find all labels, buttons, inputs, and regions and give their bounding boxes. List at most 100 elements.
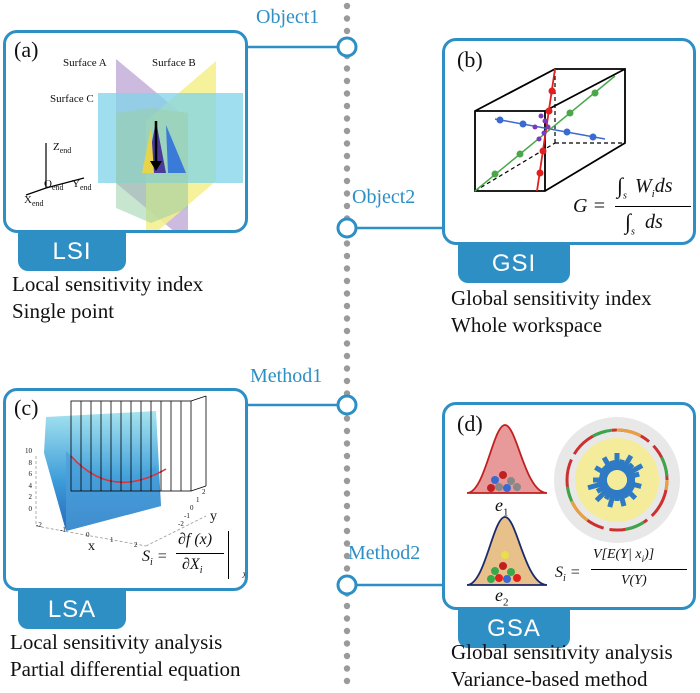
spine-dot — [343, 465, 351, 472]
samples-e1 — [487, 471, 521, 492]
spine-dot — [343, 327, 351, 335]
spine-dot — [343, 27, 351, 35]
spine-dot — [343, 665, 351, 672]
spine-dot — [343, 627, 351, 635]
gsa-formula: Si = V[E(Y| xi)] V(Y) — [555, 547, 693, 603]
gsi-formula-lhs: G = — [573, 195, 606, 217]
gsi-description: Global sensitivity index Whole workspace — [451, 285, 652, 339]
panel-gsi: (b) G = ∫s Wids ∫s ds — [442, 38, 696, 245]
lsi-description: Local sensitivity index Single point — [12, 271, 203, 325]
e1-label: e1 — [495, 495, 509, 519]
label-object1: Object1 — [256, 6, 320, 28]
radial-bar — [601, 456, 615, 473]
spine-dot — [343, 152, 351, 160]
radial-bar — [622, 485, 638, 501]
radial-bar — [598, 472, 608, 480]
spine-dot — [343, 102, 351, 110]
radial-bar — [601, 464, 612, 475]
spine-dot — [343, 602, 351, 610]
node-object1 — [336, 36, 358, 58]
radial-center — [608, 471, 626, 489]
spine-dot — [343, 652, 351, 660]
spine-dot — [343, 265, 351, 272]
spine-dot — [343, 415, 351, 422]
axis-z-label: Zend — [53, 141, 72, 156]
spine-dot — [343, 115, 351, 122]
radial-bar — [617, 459, 625, 471]
cross-section-grid — [70, 395, 207, 492]
purple-points — [532, 113, 551, 142]
gsa-numerator: V[E(Y| xi)] — [593, 547, 655, 564]
tab-lsi: LSI — [18, 233, 126, 271]
lsa-fraction-bar — [176, 553, 224, 554]
x-axis-label: x — [88, 539, 95, 554]
green-points — [491, 89, 599, 178]
gsa-fraction-bar — [591, 569, 687, 570]
surface-plot-figure — [35, 395, 207, 547]
label-object2: Object2 — [352, 186, 416, 208]
red-points — [536, 87, 556, 177]
normal-vector-head — [150, 161, 162, 171]
distribution-e1 — [466, 424, 548, 494]
axis-x-line — [25, 187, 47, 196]
variance-figure — [466, 417, 680, 586]
lsa-numerator: ∂f (x) — [178, 531, 213, 548]
spine-dot — [343, 490, 351, 497]
radial-bar — [594, 485, 612, 503]
y-axis-label: y — [210, 509, 217, 524]
vector-shade-blue — [166, 125, 186, 173]
spine-dot — [343, 252, 351, 260]
spine-dot — [343, 240, 351, 247]
spine-dot — [343, 90, 351, 97]
spine-dot — [343, 127, 351, 135]
radial-bar — [603, 487, 615, 501]
spine-dot — [343, 302, 351, 310]
tab-gsi: GSI — [458, 245, 570, 283]
gsi-formula: G = ∫s Wids ∫s ds — [573, 173, 693, 242]
lsa-denominator: ∂Xi — [182, 556, 203, 577]
lsa-desc-line2: Partial differential equation — [10, 657, 241, 681]
node-method1 — [336, 394, 358, 416]
surface-b-label: Surface B — [152, 57, 196, 69]
surface-c-label: Surface C — [50, 93, 94, 105]
plot-box — [35, 456, 207, 547]
radial-bar — [619, 487, 630, 499]
spine-dot — [343, 502, 351, 510]
spine-dot — [343, 452, 351, 460]
spine-dot — [343, 15, 351, 22]
radial-bar — [595, 482, 610, 494]
radial-bar — [622, 462, 635, 475]
label-method1: Method1 — [250, 365, 323, 387]
spine-dot — [343, 615, 351, 622]
spine-dot — [343, 377, 351, 385]
tab-gsa: GSA — [458, 610, 570, 648]
spine-dot — [343, 477, 351, 485]
distribution-e2 — [466, 516, 548, 586]
tab-lsa: LSA — [18, 591, 126, 629]
spine-dot — [343, 290, 351, 297]
gsi-denominator: ds — [645, 211, 663, 233]
spine-dot — [343, 540, 351, 547]
radial-bar — [626, 480, 642, 489]
spine-dot — [343, 2, 351, 10]
radial-bar — [587, 480, 608, 491]
radial-bar — [594, 465, 610, 478]
spine-dot — [343, 565, 351, 572]
node-method2 — [336, 574, 358, 596]
gsa-desc-line1: Global sensitivity analysis — [451, 640, 673, 664]
spine-dot — [343, 552, 351, 560]
axis-y-label: Yend — [72, 178, 92, 193]
spine-dot — [343, 527, 351, 535]
lsa-formula-lhs: Si = — [142, 548, 168, 569]
panel-gsa: (d) e1 e2 Si = V[E(Y| xi)] V(Y) — [442, 402, 696, 610]
spine-dot — [343, 315, 351, 322]
spine-dot — [343, 440, 351, 447]
spine-dot — [343, 277, 351, 285]
radial-bar — [624, 482, 635, 492]
radial-bars — [587, 453, 644, 508]
box-edge-top-right — [544, 68, 626, 112]
spine-dot — [343, 340, 351, 347]
node-object2 — [336, 217, 358, 239]
